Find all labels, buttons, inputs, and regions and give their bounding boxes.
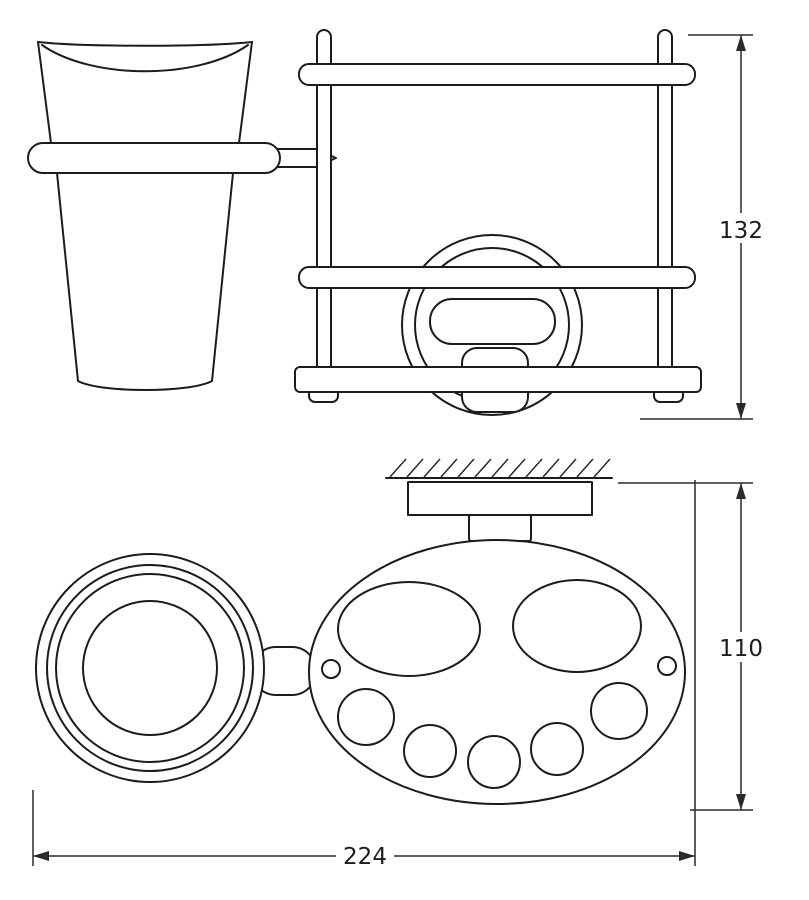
cup-top-rim <box>37 41 253 47</box>
tray-hole-1 <box>337 688 395 746</box>
height-label-mask <box>714 213 768 243</box>
ring-inner-circle <box>82 600 218 736</box>
mount-plate-top <box>407 481 593 516</box>
height-arrow-top <box>736 35 746 51</box>
tray-hole-3 <box>467 735 521 789</box>
cup-inner-rim-arc <box>41 44 249 73</box>
glass-cup-front <box>27 41 337 391</box>
top-bar <box>298 63 696 86</box>
cup-holder-ring-top <box>35 553 265 783</box>
width-arrow-right <box>679 851 695 861</box>
width-label-mask <box>336 841 394 871</box>
dimension-depth: 110 <box>618 482 768 811</box>
cup-upper-left-side <box>37 41 52 144</box>
dimension-width: 224 <box>32 480 696 871</box>
holder-ring-band <box>27 142 281 174</box>
cup-upper-right-side <box>238 41 253 144</box>
tray-hole-2 <box>403 724 457 778</box>
middle-bar <box>298 266 696 289</box>
tray-outline <box>308 539 686 805</box>
tray-large-hole-right <box>512 579 642 673</box>
front-view: 132 <box>27 29 768 420</box>
cup-body-outline <box>56 172 234 391</box>
wall-section <box>385 458 613 479</box>
medallion-slot <box>429 298 556 345</box>
width-arrow-left <box>33 851 49 861</box>
depth-label-mask <box>714 632 768 662</box>
tray-pin-hole-left <box>321 659 341 679</box>
height-dimension-label: 132 <box>719 218 763 244</box>
dimension-height: 132 <box>640 34 768 420</box>
brush-tray-top <box>308 539 686 805</box>
tray-hole-4 <box>530 722 584 776</box>
width-dimension-label: 224 <box>343 844 387 870</box>
depth-arrow-top <box>736 483 746 499</box>
bottom-plate <box>294 366 702 393</box>
height-arrow-bottom <box>736 403 746 419</box>
tray-large-hole-left <box>337 581 481 677</box>
ring-outer-circle <box>35 553 265 783</box>
tray-pin-hole-right <box>657 656 677 676</box>
wall-hatching <box>389 458 611 478</box>
wire-frame-front <box>294 29 702 416</box>
tray-hole-5 <box>590 682 648 740</box>
ring-circle-2 <box>46 564 254 772</box>
depth-arrow-bottom <box>736 794 746 810</box>
ring-circle-3 <box>55 573 245 763</box>
mount-connector <box>468 514 532 542</box>
depth-dimension-label: 110 <box>719 636 763 662</box>
top-view: 110 224 <box>32 458 768 871</box>
